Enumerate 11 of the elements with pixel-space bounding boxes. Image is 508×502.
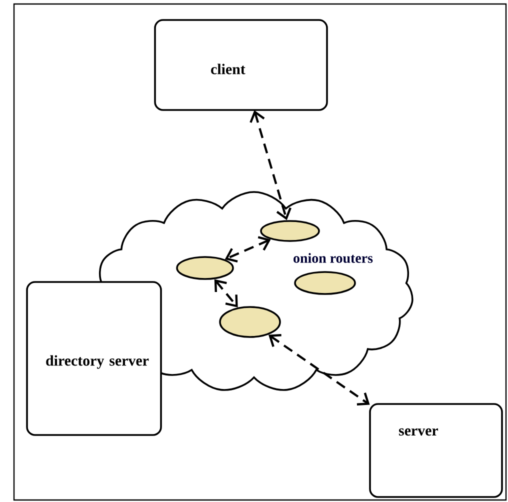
router-ellipse xyxy=(176,256,234,280)
router-ellipse xyxy=(294,271,356,295)
arrow xyxy=(224,236,271,263)
arrow xyxy=(268,334,370,406)
arrow xyxy=(214,279,238,308)
router-ellipse xyxy=(260,220,320,242)
box: directory server xyxy=(26,281,162,436)
router-ellipse xyxy=(219,306,281,338)
box: client xyxy=(154,19,328,111)
box: server xyxy=(369,403,503,498)
arrow xyxy=(250,110,292,220)
